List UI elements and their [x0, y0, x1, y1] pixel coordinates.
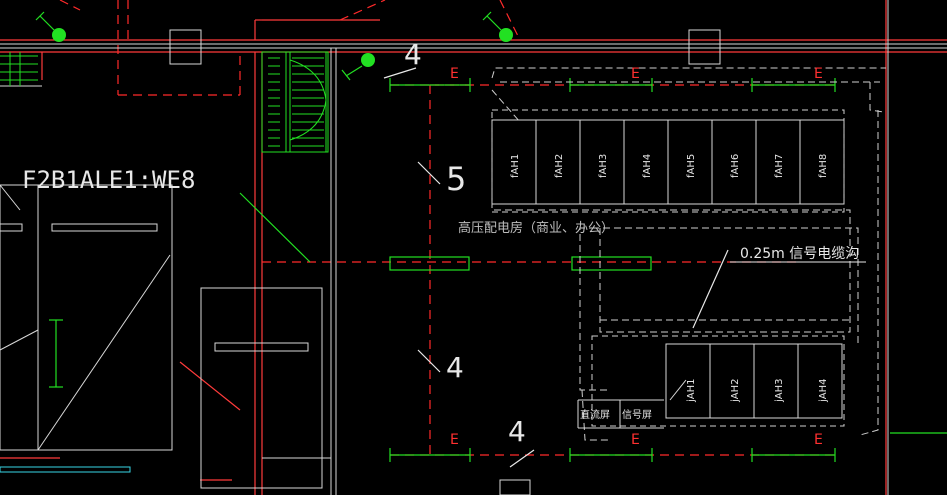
cabinet-fah7[interactable]: fAH7 [774, 154, 785, 178]
cabinet-fah2[interactable]: fAH2 [554, 154, 565, 178]
lamp-icon[interactable] [361, 53, 375, 67]
cabinet-jah3[interactable]: jAH3 [774, 378, 785, 403]
wire-count-middle: 4 [446, 351, 464, 384]
wire-tag-e: E [814, 432, 823, 448]
wire-tag-e: E [450, 66, 459, 82]
lamp-icon[interactable] [52, 28, 66, 42]
wire-count-upper: 5 [446, 160, 466, 198]
wire-tag-e: E [450, 432, 459, 448]
wire-tags: E E E E E E [450, 66, 823, 448]
cabinet-jah2[interactable]: jAH2 [730, 378, 741, 403]
wire-counts: 4 5 4 4 [404, 38, 526, 448]
wire-count-top: 4 [404, 38, 422, 71]
wire-tag-e: E [631, 432, 640, 448]
ceiling-lamps [35, 11, 513, 81]
cabinet-fah5[interactable]: fAH5 [686, 154, 697, 178]
cabinet-fah1[interactable]: fAH1 [510, 154, 521, 178]
wire-tag-e: E [814, 66, 823, 82]
wire-count-bottom: 4 [508, 415, 526, 448]
cable-trench [491, 67, 886, 441]
stair-hatch [0, 51, 329, 473]
cabinet-row-top: fAH1 fAH2 fAH3 fAH4 fAH5 fAH6 fAH7 fAH8 [491, 109, 845, 213]
cabinet-jah4[interactable]: jAH4 [818, 378, 829, 403]
dc-panel-label[interactable]: 直流屏 [580, 408, 610, 421]
wire-count-slashes [383, 67, 729, 468]
cabinet-fah3[interactable]: fAH3 [598, 154, 609, 178]
signal-panel-label[interactable]: 信号屏 [622, 409, 652, 421]
cabinet-fah4[interactable]: fAH4 [642, 154, 653, 178]
trench-label[interactable]: 0.25m 信号电缆沟 [740, 246, 859, 262]
lamp-icon[interactable] [499, 28, 513, 42]
wire-tag-e: E [631, 66, 640, 82]
cabinet-row-bottom: jAH1 jAH2 jAH3 jAH4 直流屏 信号屏 [577, 335, 845, 429]
cabinet-fah8[interactable]: fAH8 [818, 154, 829, 178]
circuit-label[interactable]: F2B1ALE1:WE8 [22, 166, 195, 194]
room-name-label[interactable]: 高压配电房（商业、办公） [458, 220, 614, 236]
green-fixtures [49, 78, 947, 462]
cabinet-jah1[interactable]: jAH1 [686, 378, 697, 403]
cabinet-fah6[interactable]: fAH6 [730, 154, 741, 178]
